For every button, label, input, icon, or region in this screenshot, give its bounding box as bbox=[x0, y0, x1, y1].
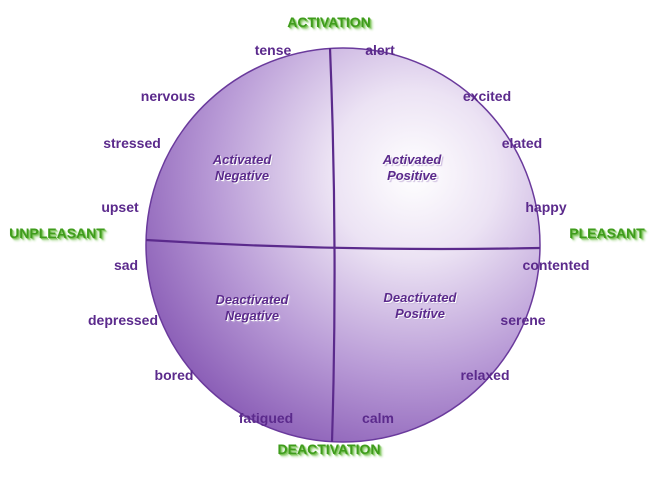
quadrant-line: Activated bbox=[212, 152, 272, 167]
quadrant-line: Positive bbox=[387, 168, 437, 183]
quadrant-line: Deactivated bbox=[383, 290, 457, 305]
emotion-label: alert bbox=[365, 42, 395, 58]
emotion-label: sad bbox=[113, 257, 139, 273]
horizontal-divider bbox=[145, 238, 541, 251]
emotion-label: upset bbox=[101, 199, 139, 215]
emotion-label: serene bbox=[500, 312, 546, 328]
emotion-label: happy bbox=[525, 199, 567, 215]
vertical-divider bbox=[328, 47, 336, 443]
emotion-label: elated bbox=[501, 135, 543, 151]
quadrant-line: Negative bbox=[214, 168, 270, 183]
emotion-label: fatigued bbox=[238, 410, 294, 426]
axis-pleasant: PLEASANT bbox=[569, 225, 645, 241]
emotion-label: contented bbox=[522, 257, 590, 273]
quadrant-line: Negative bbox=[224, 308, 280, 323]
quadrant-line: Positive bbox=[395, 306, 445, 321]
axis-deactivation: DEACTIVATION bbox=[277, 441, 381, 457]
emotion-label: bored bbox=[154, 367, 194, 383]
sphere-circle bbox=[145, 47, 541, 443]
emotion-label: nervous bbox=[140, 88, 196, 104]
axis-activation: ACTIVATION bbox=[287, 14, 371, 30]
emotion-label: stressed bbox=[103, 135, 161, 151]
quadrant-line: Activated bbox=[382, 152, 442, 167]
quadrant-line: Deactivated bbox=[215, 292, 289, 307]
emotion-label: calm bbox=[362, 410, 394, 426]
axis-unpleasant: UNPLEASANT bbox=[9, 225, 105, 241]
emotion-label: excited bbox=[462, 88, 512, 104]
emotion-label: relaxed bbox=[460, 367, 510, 383]
emotion-label: tense bbox=[254, 42, 292, 58]
emotion-label: depressed bbox=[87, 312, 159, 328]
